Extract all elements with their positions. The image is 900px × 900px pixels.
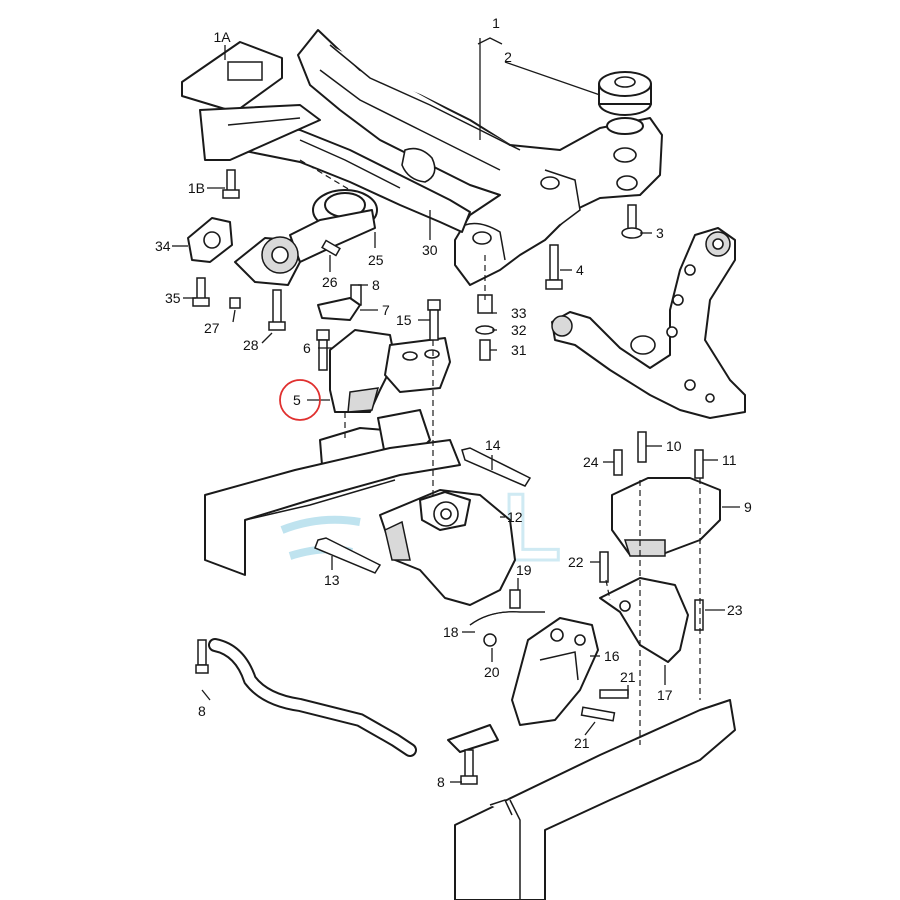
front-crossmember xyxy=(204,439,461,576)
bolts-19-21 xyxy=(483,589,629,722)
callout-31: 31 xyxy=(511,342,527,358)
callout-24: 24 xyxy=(583,454,599,470)
pendulum-16 xyxy=(511,617,599,726)
callout-21-upper: 21 xyxy=(620,669,636,685)
bolts-3-4 xyxy=(545,204,643,290)
callout-1: 1 xyxy=(492,15,500,31)
callout-33: 33 xyxy=(511,305,527,321)
rear-link xyxy=(187,217,301,286)
callout-35: 35 xyxy=(165,290,181,306)
callout-8-top: 8 xyxy=(372,277,380,293)
engine-mount-5 xyxy=(317,297,451,413)
callout-7: 7 xyxy=(382,302,390,318)
bolts-31-33 xyxy=(475,294,495,361)
highlight-circle xyxy=(279,379,321,421)
callout-27: 27 xyxy=(204,320,220,336)
mount-9 xyxy=(611,431,721,557)
callout-13: 13 xyxy=(324,572,340,588)
callout-17: 17 xyxy=(657,687,673,703)
front-rail xyxy=(454,699,736,900)
callout-19: 19 xyxy=(516,562,532,578)
callout-26: 26 xyxy=(322,274,338,290)
callout-11: 11 xyxy=(722,452,737,468)
subframe xyxy=(229,29,663,286)
callout-8-bottom: 8 xyxy=(437,774,445,790)
control-arm xyxy=(551,227,746,419)
callout-5: 5 xyxy=(293,392,301,408)
callout-23: 23 xyxy=(727,602,743,618)
leaders xyxy=(172,37,740,783)
bushing-2 xyxy=(598,71,652,135)
callout-30: 30 xyxy=(422,242,438,258)
callout-12: 12 xyxy=(507,509,523,525)
callout-1a: 1A xyxy=(213,29,231,45)
callout-34: 34 xyxy=(155,238,171,254)
assembly-lines xyxy=(299,159,701,745)
bolts-6-15 xyxy=(314,299,532,574)
bracket-1a xyxy=(181,41,321,161)
callout-21-lower: 21 xyxy=(574,735,590,751)
callout-22: 22 xyxy=(568,554,584,570)
callout-3: 3 xyxy=(656,225,664,241)
callout-14: 14 xyxy=(485,437,501,453)
anti-roll-bar xyxy=(195,638,499,785)
pipe-18 xyxy=(469,611,545,626)
callout-8-left: 8 xyxy=(198,703,206,719)
gearbox-12 xyxy=(379,489,516,606)
callout-6: 6 xyxy=(303,340,311,356)
callout-4: 4 xyxy=(576,262,584,278)
callout-32: 32 xyxy=(511,322,527,338)
callout-25: 25 xyxy=(368,252,384,268)
callout-labels: 1 2 1A 1B 3 4 5 6 7 8 8 8 9 10 11 12 13 … xyxy=(155,15,752,790)
callout-9: 9 xyxy=(744,499,752,515)
callout-20: 20 xyxy=(484,664,500,680)
callout-28: 28 xyxy=(243,337,259,353)
callout-2: 2 xyxy=(504,49,512,65)
callout-16: 16 xyxy=(604,648,620,664)
callout-15: 15 xyxy=(396,312,412,328)
bolts-rear xyxy=(192,169,362,331)
callout-10: 10 xyxy=(666,438,682,454)
bracket-17 xyxy=(599,551,704,663)
rear-mount-25 xyxy=(289,189,378,263)
callout-18: 18 xyxy=(443,624,459,640)
callout-1b: 1B xyxy=(188,180,205,196)
